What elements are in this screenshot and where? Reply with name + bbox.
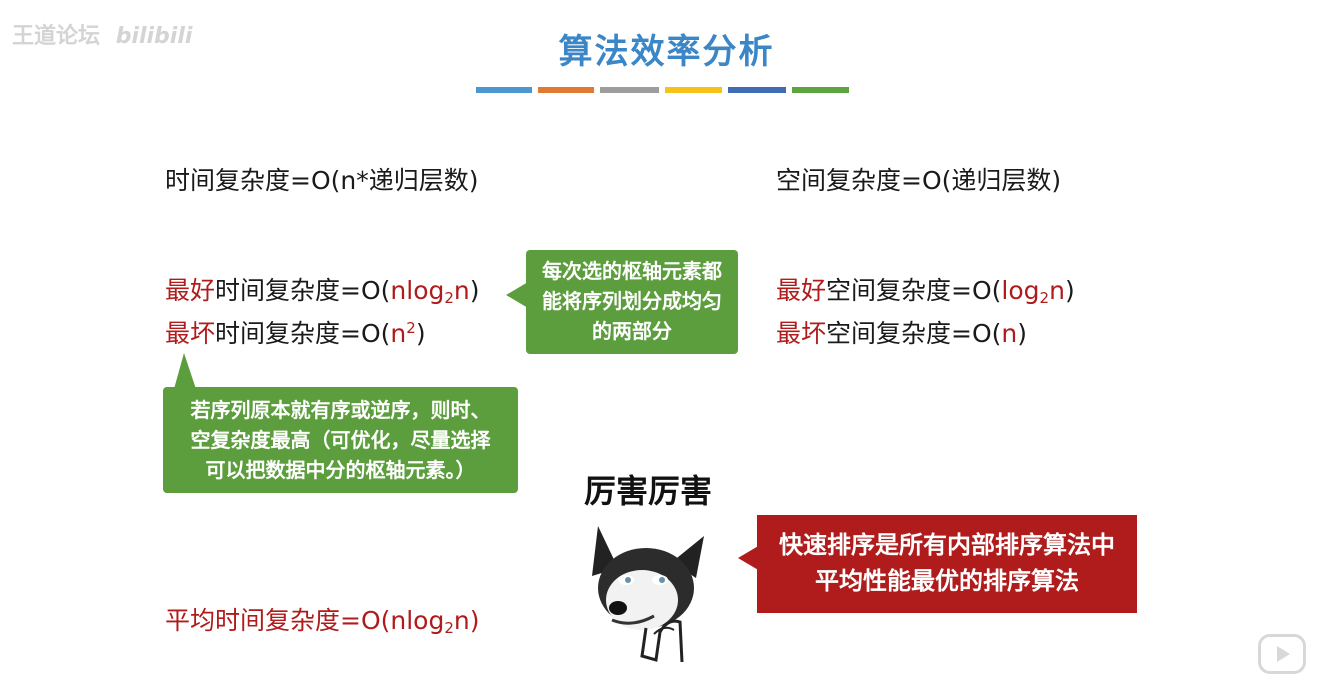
play-icon bbox=[1277, 646, 1290, 662]
worst-case-callout: 若序列原本就有序或逆序，则时、 空复杂度最高（可优化，尽量选择 可以把数据中分的… bbox=[163, 387, 518, 493]
title-color-bar-4 bbox=[665, 87, 722, 93]
summary-callout-line-2: 平均性能最优的排序算法 bbox=[815, 567, 1079, 595]
best-space-sub: 2 bbox=[1039, 289, 1050, 307]
worst-space-label: 最坏 bbox=[776, 319, 827, 348]
best-space-label: 最好 bbox=[776, 276, 827, 305]
average-time-tail: n) bbox=[453, 606, 480, 635]
worst-space-text: 空间复杂度=O( bbox=[826, 319, 1002, 348]
pivot-callout-line-1: 每次选的枢轴元素都 bbox=[542, 259, 722, 283]
pivot-callout-line-2: 能将序列划分成均匀 bbox=[542, 289, 722, 313]
worst-space-close: ) bbox=[1017, 319, 1028, 348]
time-complexity-general: 时间复杂度=O(n*递归层数) bbox=[165, 166, 479, 195]
pivot-callout-line-3: 的两部分 bbox=[592, 319, 672, 343]
worst-case-callout-line-3: 可以把数据中分的枢轴元素。） bbox=[205, 458, 476, 482]
worst-label: 最坏 bbox=[165, 319, 216, 348]
worst-time-close: ) bbox=[415, 319, 426, 348]
space-complexity-best: 最好空间复杂度=O(log2n) bbox=[776, 276, 1075, 306]
best-space-text: 空间复杂度=O( bbox=[826, 276, 1002, 305]
pivot-callout: 每次选的枢轴元素都 能将序列划分成均匀 的两部分 bbox=[526, 250, 738, 354]
average-time-text: 平均时间复杂度=O(nlog bbox=[165, 606, 445, 635]
worst-time-sup: 2 bbox=[406, 319, 416, 337]
best-time-text: 时间复杂度=O( bbox=[215, 276, 391, 305]
best-time-sub: 2 bbox=[444, 289, 454, 307]
worst-space-value: n bbox=[1001, 319, 1018, 348]
title-color-bar-6 bbox=[792, 87, 849, 93]
space-complexity-general: 空间复杂度=O(递归层数) bbox=[776, 166, 1062, 195]
title-color-bar-2 bbox=[538, 87, 594, 93]
husky-dog-icon bbox=[592, 526, 704, 662]
worst-time-text: 时间复杂度=O( bbox=[215, 319, 391, 348]
worst-case-callout-pointer bbox=[174, 353, 196, 389]
best-space-close: ) bbox=[1064, 276, 1075, 305]
summary-callout: 快速排序是所有内部排序算法中 平均性能最优的排序算法 bbox=[757, 515, 1137, 613]
time-complexity-worst: 最坏时间复杂度=O(n2) bbox=[165, 319, 426, 349]
worst-time-value: n bbox=[390, 319, 407, 348]
title-color-bar-5 bbox=[728, 87, 786, 93]
best-space-value2: n bbox=[1049, 276, 1065, 305]
title-color-bar-3 bbox=[600, 87, 659, 93]
best-space-value: log bbox=[1001, 276, 1040, 305]
best-time-value: nlog bbox=[390, 276, 445, 305]
pivot-callout-pointer bbox=[506, 282, 528, 308]
space-complexity-worst: 最坏空间复杂度=O(n) bbox=[776, 319, 1027, 349]
page-title: 算法效率分析 bbox=[558, 32, 775, 72]
play-button[interactable] bbox=[1258, 634, 1306, 674]
watermark-channel: 王道论坛 bbox=[12, 24, 101, 49]
time-complexity-average: 平均时间复杂度=O(nlog2n) bbox=[165, 606, 480, 636]
summary-callout-line-1: 快速排序是所有内部排序算法中 bbox=[779, 531, 1115, 559]
time-complexity-best: 最好时间复杂度=O(nlog2n) bbox=[165, 276, 480, 306]
title-color-bar-1 bbox=[476, 87, 532, 93]
best-label: 最好 bbox=[165, 276, 216, 305]
summary-callout-pointer bbox=[738, 545, 760, 571]
watermark-site: bilibili bbox=[115, 24, 193, 49]
best-time-value2: n bbox=[453, 276, 470, 305]
praise-text: 厉害厉害 bbox=[584, 472, 713, 510]
average-time-sub: 2 bbox=[444, 619, 454, 637]
worst-case-callout-line-2: 空复杂度最高（可优化，尽量选择 bbox=[190, 428, 491, 452]
watermark: 王道论坛 bilibili bbox=[12, 18, 192, 50]
worst-case-callout-line-1: 若序列原本就有序或逆序，则时、 bbox=[190, 398, 491, 422]
best-time-close: ) bbox=[469, 276, 480, 305]
